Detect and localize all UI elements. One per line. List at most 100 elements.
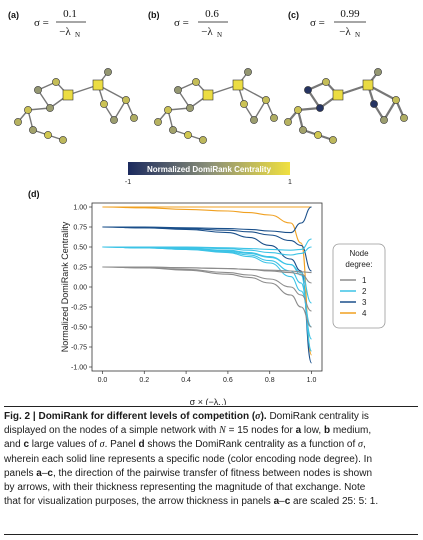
caption-segment: –: [41, 467, 48, 479]
panel-b-letter: (b): [148, 10, 160, 20]
series-line-degree-3: [102, 206, 312, 234]
y-tick-label: 0.50: [73, 245, 87, 252]
legend-label: 1: [362, 276, 367, 285]
caption-segment: are scaled 25: 5: 1.: [290, 496, 379, 508]
network-node: [154, 118, 162, 126]
legend-title-line1: Node: [349, 249, 369, 258]
legend-label: 2: [362, 287, 367, 296]
colorbar: Normalized DomiRank Centrality -1 1: [125, 162, 292, 186]
panel-b-subscript: N: [217, 31, 222, 39]
caption-line: by arrows, with their thickness represen…: [4, 481, 416, 495]
caption-segment: c: [23, 439, 30, 451]
x-tick-label: 1.0: [307, 377, 317, 384]
caption-segment: σ: [255, 411, 261, 422]
caption-line: panels a–c, the direction of the pairwis…: [4, 467, 416, 481]
series-line-degree-2: [102, 246, 313, 328]
panel-d-letter: (d): [28, 189, 40, 199]
network-node: [262, 96, 270, 104]
caption-segment: , the direction of the pairwise transfer…: [52, 467, 372, 479]
series-line-degree-1: [102, 266, 312, 328]
network-node: [380, 116, 388, 124]
network-node: [14, 118, 22, 126]
y-tick-label: 1.00: [73, 205, 87, 212]
network-node: [400, 114, 408, 122]
panel-b-sigma: σ =: [174, 17, 189, 29]
caption-segment: a: [295, 425, 302, 437]
panel-c-subscript: N: [355, 31, 360, 39]
network-node: [304, 86, 312, 94]
legend-label: 4: [362, 309, 367, 318]
network-node: [29, 126, 37, 134]
network-node: [164, 106, 172, 114]
caption-segment: large values of: [29, 439, 100, 451]
caption-segment: ,: [362, 439, 366, 451]
network-node: [332, 89, 344, 101]
caption-segment: σ: [99, 439, 105, 451]
caption-segment: that for visualization purposes, the arr…: [4, 496, 274, 508]
y-tick-label: -0.25: [71, 305, 87, 312]
network-node: [44, 131, 52, 139]
network-node: [104, 68, 112, 76]
network-node: [322, 78, 330, 86]
caption-line: that for visualization purposes, the arr…: [4, 495, 416, 509]
figure-caption: Fig. 2 | DomiRank for different levels o…: [4, 410, 416, 509]
series-line-degree-2: [102, 246, 313, 352]
network-node: [240, 100, 248, 108]
caption-segment: . Panel: [104, 439, 139, 451]
caption-segment: low,: [301, 425, 324, 437]
colorbar-title: Normalized DomiRank Centrality: [147, 165, 272, 174]
network-node: [130, 114, 138, 122]
panel-c-header: (c) σ = 0.99 −λ N: [288, 8, 366, 39]
network-node: [92, 79, 104, 91]
colorbar-min-label: -1: [125, 179, 131, 186]
panel-a-letter: (a): [8, 10, 19, 20]
network-node: [192, 78, 200, 86]
network-node: [392, 96, 400, 104]
series-line-degree-2: [102, 246, 313, 304]
caption-segment: N: [219, 425, 226, 437]
caption-bottom-rule: [4, 534, 418, 535]
panel-c-letter: (c): [288, 10, 299, 20]
panel-b-denominator: −λ: [201, 26, 213, 38]
y-tick-label: 0.25: [73, 265, 87, 272]
x-tick-label: 0.4: [181, 377, 191, 384]
x-tick-label: 0.6: [223, 377, 233, 384]
network-node: [184, 131, 192, 139]
colorbar-gradient: [128, 162, 290, 175]
caption-segment: c: [47, 467, 53, 479]
y-tick-label: 0.75: [73, 225, 87, 232]
y-tick-label: -1.00: [71, 365, 87, 372]
caption-segment: –: [279, 496, 285, 508]
series-line-degree-3: [102, 226, 312, 272]
x-tick-label: 0.2: [139, 377, 149, 384]
series-line-degree-4: [102, 206, 313, 356]
caption-segment: σ: [358, 439, 363, 451]
figure-svg: (a) σ = 0.1 −λ N (b) σ = 0.6 −λ N (c) σ …: [8, 8, 408, 405]
network-graph-a: [14, 68, 138, 144]
network-node: [186, 104, 194, 112]
network-node: [24, 106, 32, 114]
x-tick-label: 0.0: [98, 377, 108, 384]
network-node: [284, 118, 292, 126]
y-tick-label: -0.75: [71, 345, 87, 352]
caption-segment: displayed on the nodes of a simple netwo…: [4, 425, 220, 437]
caption-segment: c: [284, 496, 291, 508]
network-node: [314, 131, 322, 139]
network-node: [174, 86, 182, 94]
network-node: [270, 114, 278, 122]
panel-c-numerator: 0.99: [340, 8, 360, 20]
legend-title-line2: degree:: [345, 260, 372, 269]
caption-line: wherein each solid line represents a spe…: [4, 453, 416, 467]
network-node: [374, 68, 382, 76]
network-node: [299, 126, 307, 134]
network-node: [52, 78, 60, 86]
network-node: [202, 89, 214, 101]
network-graph-c: [284, 68, 408, 144]
colorbar-max-label: 1: [288, 179, 292, 186]
network-node: [46, 104, 54, 112]
network-node: [169, 126, 177, 134]
caption-line: Fig. 2 | DomiRank for different levels o…: [4, 410, 416, 424]
caption-segment: by arrows, with their thickness represen…: [4, 482, 366, 494]
panel-a-sigma: σ =: [34, 17, 49, 29]
